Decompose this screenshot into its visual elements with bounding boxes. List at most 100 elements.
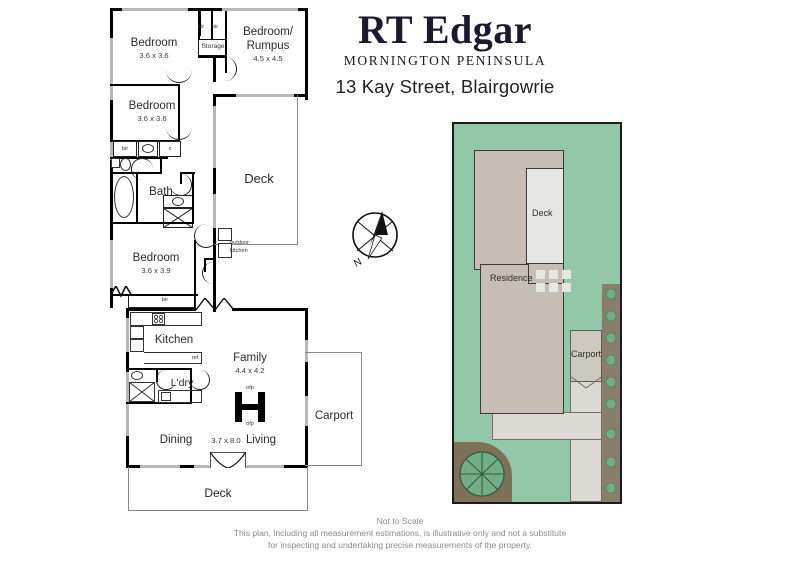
kitchen-island (144, 352, 202, 364)
wall-segment (192, 174, 195, 224)
wall-segment (126, 402, 192, 405)
compass-north-label: N (352, 257, 364, 270)
room-label-family: Family (233, 352, 267, 364)
laundry-trough (158, 390, 202, 403)
disclaimer-line-2: This plan, including all measurement est… (233, 528, 567, 538)
fireplace-label-bottom: ofp (246, 421, 254, 427)
disclaimer-line-3: for inspecting and undertaking precise m… (267, 540, 532, 550)
brand-region: MORNINGTON PENINSULA (343, 53, 547, 68)
wall-segment (110, 84, 180, 87)
stepping-stone (549, 270, 558, 279)
wall-segment (204, 258, 215, 261)
basin-counter (138, 141, 158, 157)
wall-segment (110, 294, 198, 297)
double-door-icon (210, 452, 246, 468)
bir-label: bir (121, 146, 129, 152)
wall-segment (198, 56, 226, 58)
shower-cross-icon (163, 208, 193, 228)
shower-box (129, 382, 155, 402)
wall-segment (126, 308, 196, 311)
window-segment (194, 465, 212, 468)
outdoor-appliance (218, 243, 232, 258)
outdoor-appliance (218, 228, 232, 241)
window-segment (126, 318, 129, 352)
window-segment (110, 38, 113, 100)
door-swing (166, 57, 192, 83)
branding-block: RT Edgar MORNINGTON PENINSULA 13 Kay Str… (315, 8, 575, 98)
window-segment (110, 240, 113, 288)
kitchen-cupboard (130, 339, 144, 352)
room-dim-bedroom-1: 3.6 x 3.6 (139, 51, 169, 60)
door-swing (194, 224, 218, 248)
tree-icon (459, 451, 505, 497)
room-label-living: Living (245, 434, 277, 446)
deck-lower-outline (128, 467, 308, 511)
wall-segment (110, 172, 162, 175)
site-label-residence: Residence (490, 273, 533, 283)
fireplace-icon (235, 392, 265, 422)
window-bay-icon (110, 286, 132, 298)
bir-label: bir (197, 24, 205, 30)
vanity-basin (172, 197, 184, 206)
stepping-stone (562, 270, 571, 279)
door-swing (190, 370, 210, 390)
room-label-bedroom-3: Bedroom (132, 252, 180, 264)
compass-icon: N (352, 211, 398, 270)
kitchen-bench (130, 312, 202, 326)
room-label-deck-upper: Deck (244, 171, 274, 186)
window-segment (236, 94, 294, 97)
door-swing (156, 370, 176, 390)
carport-entry-icon (570, 376, 603, 389)
site-label-carport: Carport (571, 349, 602, 359)
cupboard-label: c (168, 146, 172, 152)
door-swing (202, 262, 224, 284)
deck-upper-outline (214, 95, 298, 245)
cooktop-burners-icon (153, 314, 164, 324)
wall-segment (305, 8, 308, 100)
hedge-shrubs-icon (605, 288, 617, 494)
room-label-bedroom-1: Bedroom (130, 37, 178, 49)
outdoor-kitchen-label: outdoor (230, 240, 249, 246)
room-label-laundry: L'dry (170, 377, 194, 389)
laundry-basin (131, 371, 143, 380)
fireplace-label-top: ofp (246, 385, 254, 391)
room-label-rumpus: Bedroom/ (243, 26, 293, 38)
wall-segment (136, 174, 138, 222)
bir-label: bir (211, 24, 219, 30)
stepping-stone (536, 270, 545, 279)
wall-segment (211, 11, 213, 39)
wall-segment (110, 222, 194, 225)
wall-segment (225, 11, 227, 73)
bathtub (114, 176, 134, 218)
storage-label: Storage (201, 43, 225, 50)
window-segment (222, 8, 298, 11)
toilet-cistern (111, 158, 120, 168)
room-dim-bedroom-2: 3.6 x 3.6 (137, 114, 167, 123)
window-segment (244, 465, 284, 468)
toilet-pan (120, 158, 131, 171)
room-label-kitchen: Kitchen (154, 334, 194, 346)
bir-box (128, 296, 196, 308)
room-dim-rumpus: 4.5 x 4.5 (253, 54, 283, 63)
wall-segment (305, 308, 308, 468)
carport-outline (305, 352, 362, 466)
basin (142, 144, 154, 153)
bir-label: bir (161, 297, 169, 303)
window-bay-icon (196, 298, 234, 311)
wall-segment (178, 84, 181, 140)
room-dim-dining-living: 3.7 x 8.0 (211, 436, 241, 445)
room-label-deck-lower: Deck (204, 486, 232, 500)
door-swing (131, 158, 153, 180)
cooktop-icon (152, 313, 165, 325)
wall-segment (198, 11, 200, 39)
site-carport (570, 330, 602, 382)
wall-segment (194, 240, 197, 310)
laundry-trough-bowl (161, 392, 171, 401)
stepping-stone (536, 283, 545, 292)
window-segment (110, 142, 113, 160)
wall-segment (232, 308, 308, 311)
disclaimer-scale: Not to Scale (376, 516, 424, 526)
property-address: 13 Kay Street, Blairgowrie (335, 76, 555, 97)
wall-segment (180, 172, 195, 175)
